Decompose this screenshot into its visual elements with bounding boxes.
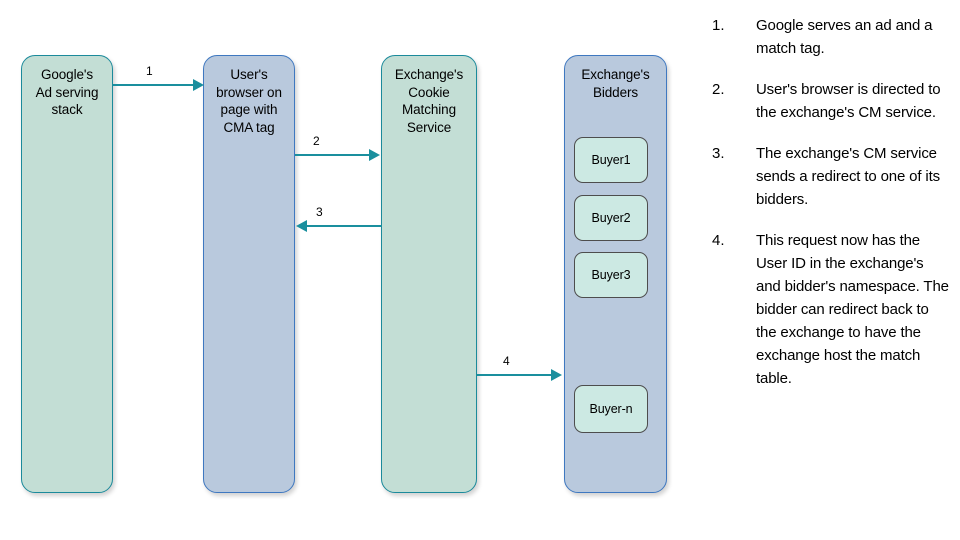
buyer-box-1: Buyer1 bbox=[574, 137, 648, 183]
arrow-4-head bbox=[551, 369, 562, 381]
buyer-box-label-1: Buyer1 bbox=[591, 153, 631, 167]
arrow-3-line bbox=[307, 225, 382, 227]
step-text: Google serves an ad and a match tag. bbox=[756, 17, 933, 57]
lane-label-exchange-bidders: Exchange's Bidders bbox=[581, 67, 650, 100]
list-item: 4. This request now has the User ID in t… bbox=[706, 229, 952, 390]
arrow-3-label: 3 bbox=[316, 205, 323, 219]
buyer-box-label-3: Buyer3 bbox=[591, 268, 631, 282]
arrow-1-label: 1 bbox=[146, 64, 153, 78]
arrow-2-line bbox=[295, 154, 371, 156]
arrow-1-head bbox=[193, 79, 204, 91]
list-item: 2. User's browser is directed to the exc… bbox=[706, 78, 952, 124]
buyer-box-2: Buyer2 bbox=[574, 195, 648, 241]
step-number: 2. bbox=[712, 81, 725, 98]
arrow-3-head bbox=[296, 220, 307, 232]
lane-users-browser: User's browser on page with CMA tag bbox=[203, 55, 295, 493]
steps-list: 1. Google serves an ad and a match tag. … bbox=[706, 14, 952, 408]
step-text: The exchange's CM service sends a redire… bbox=[756, 145, 940, 208]
step-text: User's browser is directed to the exchan… bbox=[756, 81, 941, 121]
arrow-2-label: 2 bbox=[313, 134, 320, 148]
step-text: This request now has the User ID in the … bbox=[756, 232, 949, 387]
lane-label-google-ad-serving-stack: Google's Ad serving stack bbox=[35, 67, 99, 117]
step-number: 4. bbox=[712, 232, 725, 249]
step-number: 1. bbox=[712, 17, 725, 34]
buyer-box-3: Buyer3 bbox=[574, 252, 648, 298]
lane-exchange-cookie-matching-service: Exchange's Cookie Matching Service bbox=[381, 55, 477, 493]
list-item: 1. Google serves an ad and a match tag. bbox=[706, 14, 952, 60]
lane-label-exchange-cookie-matching-service: Exchange's Cookie Matching Service bbox=[394, 67, 464, 135]
arrow-4-label: 4 bbox=[503, 354, 510, 368]
buyer-box-label-n: Buyer-n bbox=[589, 402, 633, 416]
lane-label-users-browser: User's browser on page with CMA tag bbox=[216, 67, 282, 135]
list-item: 3. The exchange's CM service sends a red… bbox=[706, 142, 952, 211]
arrow-4-line bbox=[477, 374, 553, 376]
lane-google-ad-serving-stack: Google's Ad serving stack bbox=[21, 55, 113, 493]
arrow-2-head bbox=[369, 149, 380, 161]
arrow-1-line bbox=[113, 84, 195, 86]
buyer-box-n: Buyer-n bbox=[574, 385, 648, 433]
step-number: 3. bbox=[712, 145, 725, 162]
buyer-box-label-2: Buyer2 bbox=[591, 211, 631, 225]
